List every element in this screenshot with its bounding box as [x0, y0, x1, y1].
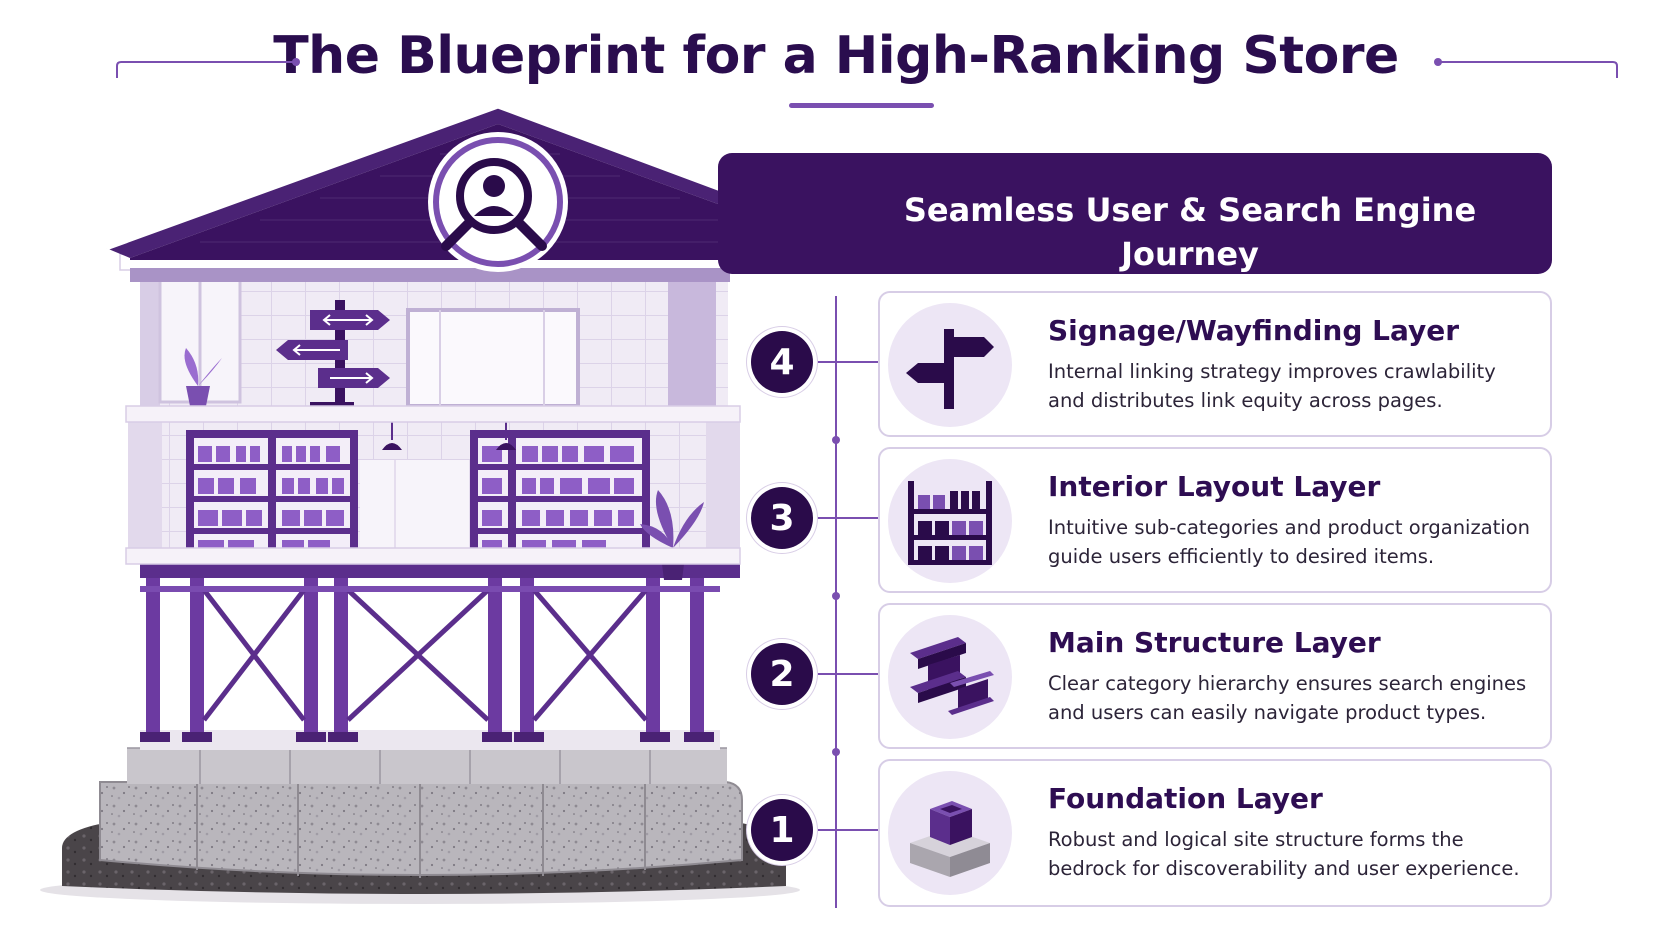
- layer-description: Internal linking strategy improves crawl…: [1048, 360, 1496, 412]
- layer-title: Foundation Layer: [1048, 782, 1323, 815]
- layer-card-structure: Main Structure Layer Clear category hier…: [878, 603, 1552, 749]
- title-right-decoration: [1434, 58, 1618, 78]
- foundation-block-icon: [888, 771, 1012, 895]
- signpost-icon: [888, 303, 1012, 427]
- shelving-icon: [888, 459, 1012, 583]
- layer-title: Main Structure Layer: [1048, 626, 1381, 659]
- page-title: The Blueprint for a High-Ranking Store: [273, 26, 1399, 86]
- layer-number-badge: 3: [751, 487, 813, 549]
- title-left-decoration: [116, 58, 300, 78]
- layer-description: Intuitive sub-categories and product org…: [1048, 516, 1531, 568]
- layer-title: Signage/Wayfinding Layer: [1048, 314, 1460, 347]
- title-underline: [789, 103, 934, 108]
- journey-banner-text: Seamless User & Search Engine Journey: [903, 191, 1477, 273]
- layer-card-signage: Signage/Wayfinding Layer Internal linkin…: [878, 291, 1552, 437]
- layer-number-badge: 1: [751, 799, 813, 861]
- layer-title: Interior Layout Layer: [1048, 470, 1381, 503]
- layer-card-foundation: Foundation Layer Robust and logical site…: [878, 759, 1552, 907]
- journey-banner: [718, 153, 1552, 274]
- layer-card-interior: Interior Layout Layer Intuitive sub-cate…: [878, 447, 1552, 593]
- layer-description: Robust and logical site structure forms …: [1048, 828, 1520, 880]
- layer-number-badge: 4: [751, 331, 813, 393]
- layer-description: Clear category hierarchy ensures search …: [1048, 672, 1527, 724]
- steel-beam-icon: [888, 615, 1012, 739]
- layer-number-badge: 2: [751, 643, 813, 705]
